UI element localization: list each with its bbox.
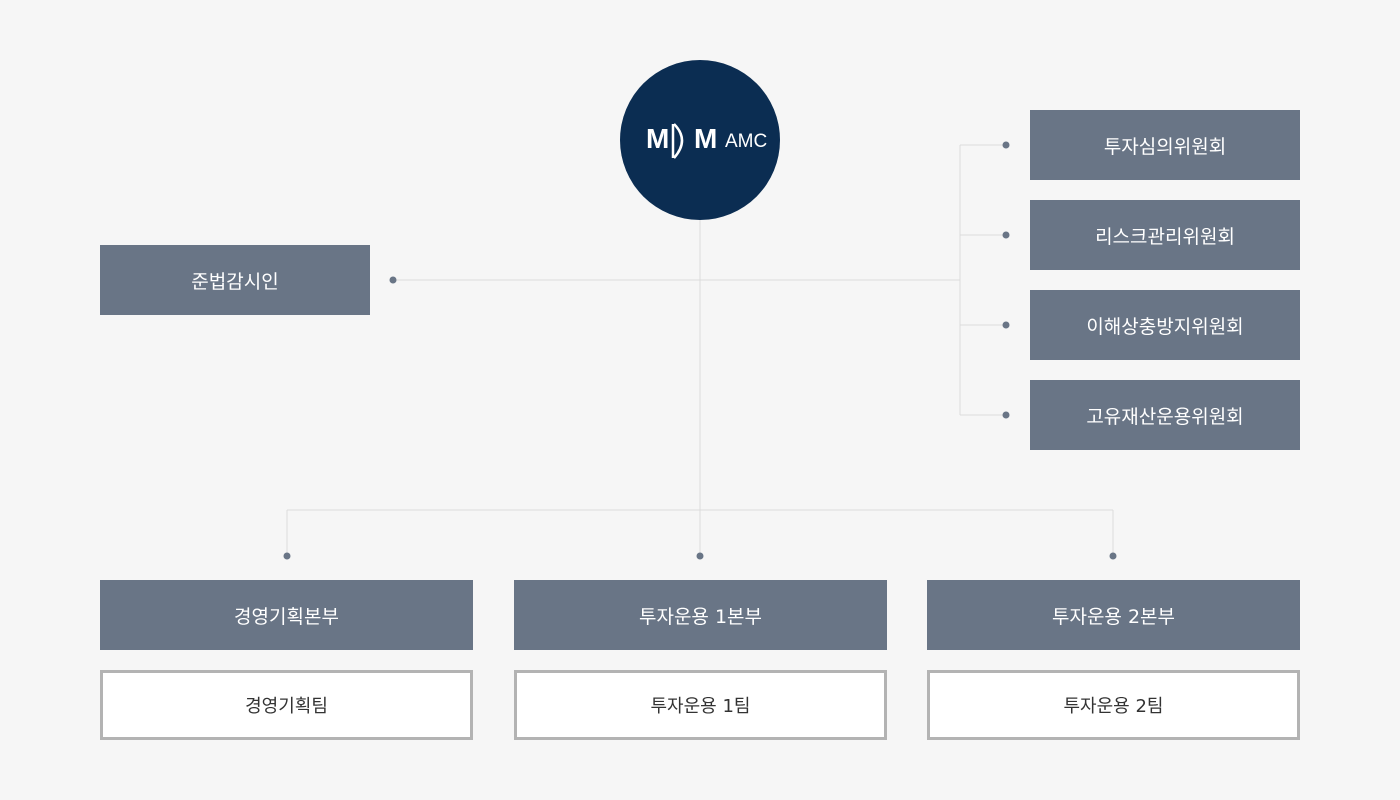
logo-arc-icon [673,123,684,159]
committee-investment-review: 투자심의위원회 [1030,110,1300,180]
team-investment-2: 투자운용 2팀 [927,670,1300,740]
committee-dot-1 [1002,141,1010,149]
division-dot-1 [283,552,291,560]
division-dot-2 [696,552,704,560]
compliance-officer-box: 준법감시인 [100,245,370,315]
committee-label: 리스크관리위원회 [1095,225,1235,248]
division-dot-3 [1109,552,1117,560]
committee-label: 고유재산운용위원회 [1086,405,1244,428]
division-investment-2: 투자운용 2본부 [927,580,1300,650]
team-label: 경영기획팀 [245,696,328,717]
committee-proprietary-assets: 고유재산운용위원회 [1030,380,1300,450]
mdm-logo-mark: M M AMC [646,123,767,159]
division-label: 투자운용 1본부 [638,605,762,628]
division-management-planning: 경영기획본부 [100,580,473,650]
team-label: 투자운용 1팀 [650,696,751,717]
svg-text:AMC: AMC [725,131,767,152]
mdm-amc-logo: M M AMC [620,60,780,220]
svg-text:M: M [646,123,669,154]
division-label: 경영기획본부 [234,605,339,628]
compliance-dot [389,276,397,284]
team-management-planning: 경영기획팀 [100,670,473,740]
committee-conflict-of-interest: 이해상충방지위원회 [1030,290,1300,360]
division-label: 투자운용 2본부 [1051,605,1175,628]
team-investment-1: 투자운용 1팀 [514,670,887,740]
committee-dot-3 [1002,321,1010,329]
committee-dot-4 [1002,411,1010,419]
committee-dot-2 [1002,231,1010,239]
committee-label: 이해상충방지위원회 [1086,315,1244,338]
compliance-officer-label: 준법감시인 [191,270,279,293]
svg-text:M: M [694,123,717,154]
committee-label: 투자심의위원회 [1103,135,1227,158]
team-label: 투자운용 2팀 [1063,696,1164,717]
division-investment-1: 투자운용 1본부 [514,580,887,650]
committee-risk-management: 리스크관리위원회 [1030,200,1300,270]
